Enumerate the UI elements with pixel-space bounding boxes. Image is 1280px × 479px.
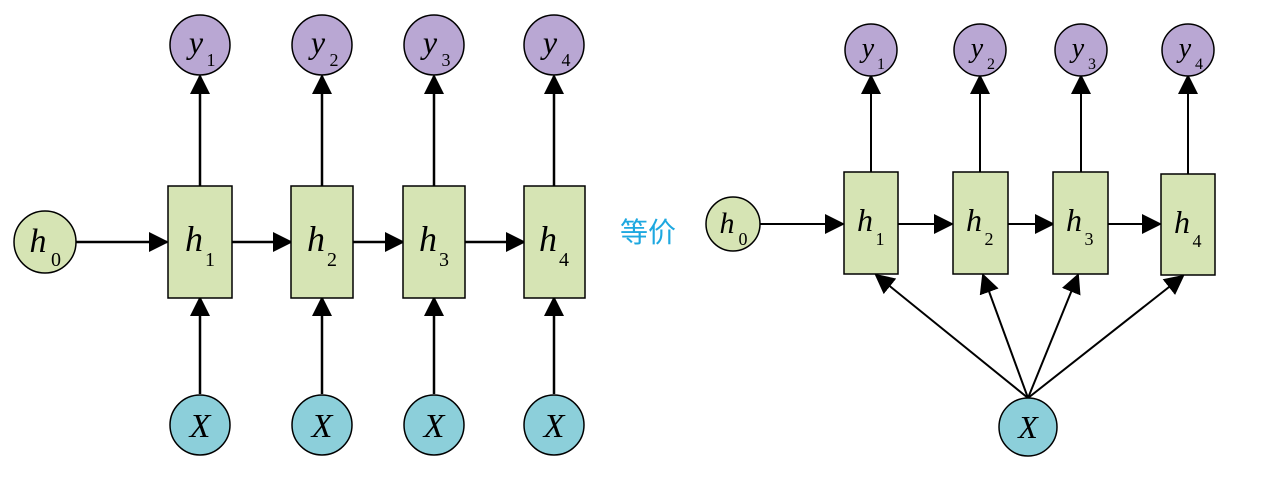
edge-r-x-h2 [979, 273, 1029, 399]
left-h4-sub: 4 [559, 249, 569, 271]
left-h0-var: h [30, 223, 47, 260]
left-h1-var: h [185, 219, 203, 259]
right-y3-var: y [1069, 33, 1085, 64]
right-h1-sub: 1 [876, 229, 885, 249]
left-node-y1: y 1 [169, 14, 231, 76]
left-node-h3: h 3 [402, 185, 466, 299]
left-edges [76, 74, 564, 394]
right-edges [760, 74, 1198, 399]
left-node-x1: X [169, 394, 231, 456]
left-node-h2: h 2 [290, 185, 354, 299]
right-y2-sub: 2 [987, 56, 995, 73]
right-y1-var: y [859, 33, 875, 64]
left-x1-var: X [188, 408, 212, 445]
equivalence-label: 等价 [620, 216, 676, 249]
left-h2-var: h [307, 219, 325, 259]
right-node-h1: h 1 [843, 171, 899, 275]
left-y2-sub: 2 [330, 50, 339, 70]
right-y2-var: y [968, 33, 984, 64]
right-h3-sub: 3 [1085, 229, 1094, 249]
left-node-y3: y 3 [403, 14, 465, 76]
right-x-var: X [1016, 409, 1039, 445]
right-node-h2: h 2 [952, 171, 1009, 275]
right-y3-sub: 3 [1088, 56, 1096, 73]
right-node-h0: h 0 [705, 196, 761, 252]
left-node-h4: h 4 [523, 185, 586, 299]
edge-r-x-h3 [1027, 273, 1081, 399]
left-h0-sub: 0 [51, 249, 61, 271]
right-node-y1: y 1 [844, 23, 898, 77]
left-h1-sub: 1 [205, 249, 215, 271]
left-x4-var: X [542, 408, 566, 445]
right-node-x: X [998, 397, 1058, 457]
left-node-x4: X [523, 394, 585, 456]
right-h0-var: h [720, 207, 735, 240]
left-y2-var: y [308, 24, 326, 60]
right-node-h4: h 4 [1160, 173, 1216, 276]
right-y4-sub: 4 [1195, 56, 1203, 73]
edge-r-x-h1 [874, 273, 1029, 399]
right-y1-sub: 1 [877, 56, 885, 73]
right-node-y3: y 3 [1054, 23, 1108, 77]
right-h3-var: h [1066, 202, 1082, 238]
left-node-y4: y 4 [523, 14, 585, 76]
left-rnn-diagram: h 0 h 1 h 2 h 3 h 4 y 1 [13, 14, 586, 456]
left-node-h1: h 1 [167, 185, 233, 299]
right-h2-sub: 2 [985, 229, 994, 249]
edge-r-x-h4 [1027, 274, 1185, 399]
right-h1-var: h [857, 202, 873, 238]
right-h0-sub: 0 [739, 229, 748, 249]
left-y4-var: y [540, 24, 558, 60]
left-y3-var: y [420, 24, 438, 60]
right-node-y2: y 2 [953, 23, 1007, 77]
right-h4-sub: 4 [1193, 231, 1202, 251]
left-y1-sub: 1 [207, 50, 216, 70]
right-node-y4: y 4 [1161, 23, 1215, 77]
right-node-h3: h 3 [1052, 171, 1109, 275]
left-h2-sub: 2 [327, 249, 337, 271]
left-node-h0: h 0 [13, 210, 77, 274]
right-rnn-diagram: h 0 h 1 h 2 h 3 h 4 y 1 [705, 23, 1216, 457]
left-x3-var: X [422, 408, 446, 445]
left-h3-sub: 3 [439, 249, 449, 271]
left-y1-var: y [186, 24, 204, 60]
left-y3-sub: 3 [442, 50, 451, 70]
left-x2-var: X [310, 408, 334, 445]
left-node-x3: X [403, 394, 465, 456]
left-h4-var: h [539, 219, 557, 259]
right-h2-var: h [966, 202, 982, 238]
left-h3-var: h [419, 219, 437, 259]
left-y4-sub: 4 [562, 50, 571, 70]
left-node-x2: X [291, 394, 353, 456]
right-h4-var: h [1174, 204, 1190, 240]
right-y4-var: y [1176, 33, 1192, 64]
left-node-y2: y 2 [291, 14, 353, 76]
